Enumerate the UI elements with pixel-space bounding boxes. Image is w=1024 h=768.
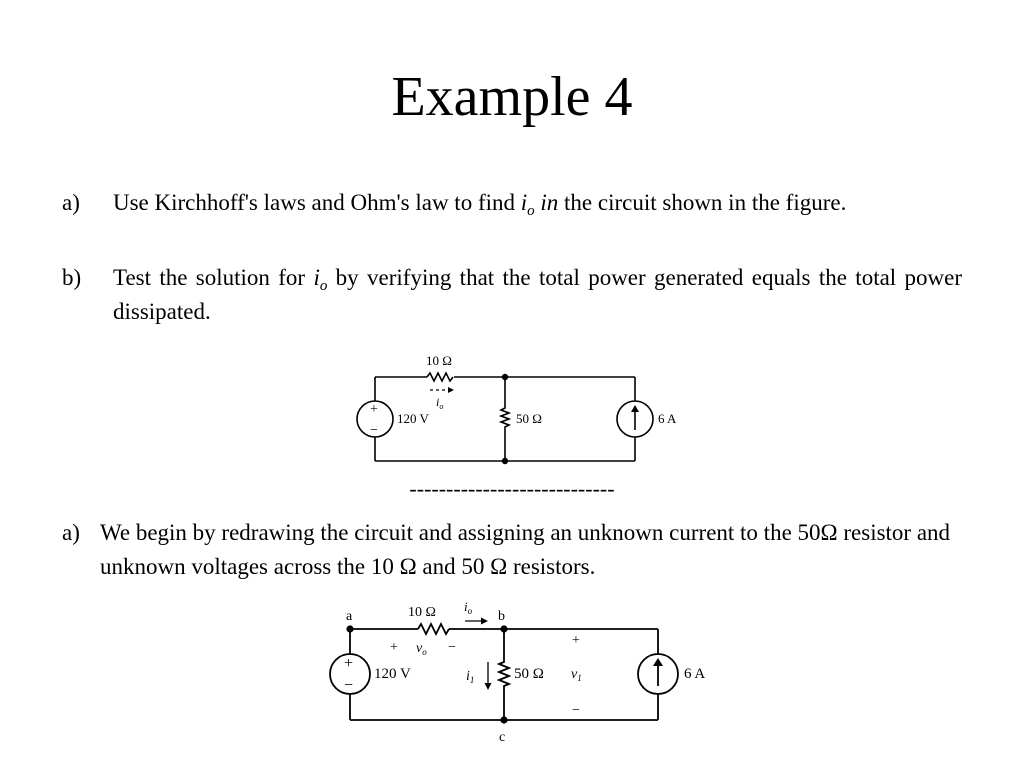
svg-text:−: − [344, 677, 353, 694]
r1-label: 10 Ω [408, 605, 436, 620]
current-source [616, 400, 654, 438]
resistor-10-ohm [426, 371, 454, 383]
problem-part-b: b) Test the solution for io by verifying… [62, 261, 962, 329]
svg-text:+: + [344, 655, 353, 672]
list-marker: a) [62, 520, 80, 545]
svg-text:−: − [448, 640, 456, 655]
svg-text:−: − [370, 423, 378, 438]
solution-text: We begin by redrawing the circuit and as… [100, 520, 951, 579]
svg-text:+: + [370, 402, 378, 417]
resistor-50-ohm [498, 377, 512, 461]
solution-part-a: a) We begin by redrawing the circuit and… [62, 516, 972, 584]
voltage-source [356, 400, 394, 438]
r2-label: 50 Ω [516, 411, 542, 426]
v1-label: v1 [571, 667, 582, 683]
svg-text:−: − [572, 703, 580, 718]
list-marker: b) [62, 265, 82, 290]
problem-part-a: a) Use Kirchhoff's laws and Ohm's law to… [62, 186, 962, 220]
r2-label: 50 Ω [514, 666, 544, 682]
node-b-label: b [498, 609, 505, 624]
io-label: io [436, 395, 443, 411]
r1-label: 10 Ω [426, 353, 452, 368]
resistor-10-ohm [417, 621, 450, 637]
isource-label: 6 A [684, 666, 705, 682]
circuit-diagram-1: 10 Ω io + − 120 V 50 Ω 6 A [356, 353, 677, 465]
circuit-diagram-2: a b c 10 Ω io + vo − i1 + − 120 V 50 Ω +… [329, 599, 705, 745]
voltage-source [329, 653, 371, 695]
isource-label: 6 A [658, 411, 677, 426]
slide-title: Example 4 [391, 66, 633, 128]
list-marker: a) [62, 190, 80, 215]
io-label: io [464, 599, 473, 616]
current-source [637, 653, 679, 695]
svg-text:+: + [390, 640, 398, 655]
node-c-label: c [499, 730, 505, 745]
vsource-label: 120 V [397, 411, 430, 426]
svg-text:+: + [572, 633, 580, 648]
problem-part-a-text: Use Kirchhoff's laws and Ohm's law to fi… [113, 190, 847, 219]
problem-part-b-text: Test the solution for io by verifying th… [113, 265, 963, 324]
vo-label: vo [416, 641, 427, 657]
resistor-50-ohm [496, 629, 512, 720]
i1-label: i1 [466, 669, 474, 685]
vsource-label: 120 V [374, 666, 411, 682]
section-divider: ---------------------------- [409, 476, 615, 501]
node-a-label: a [346, 609, 353, 624]
